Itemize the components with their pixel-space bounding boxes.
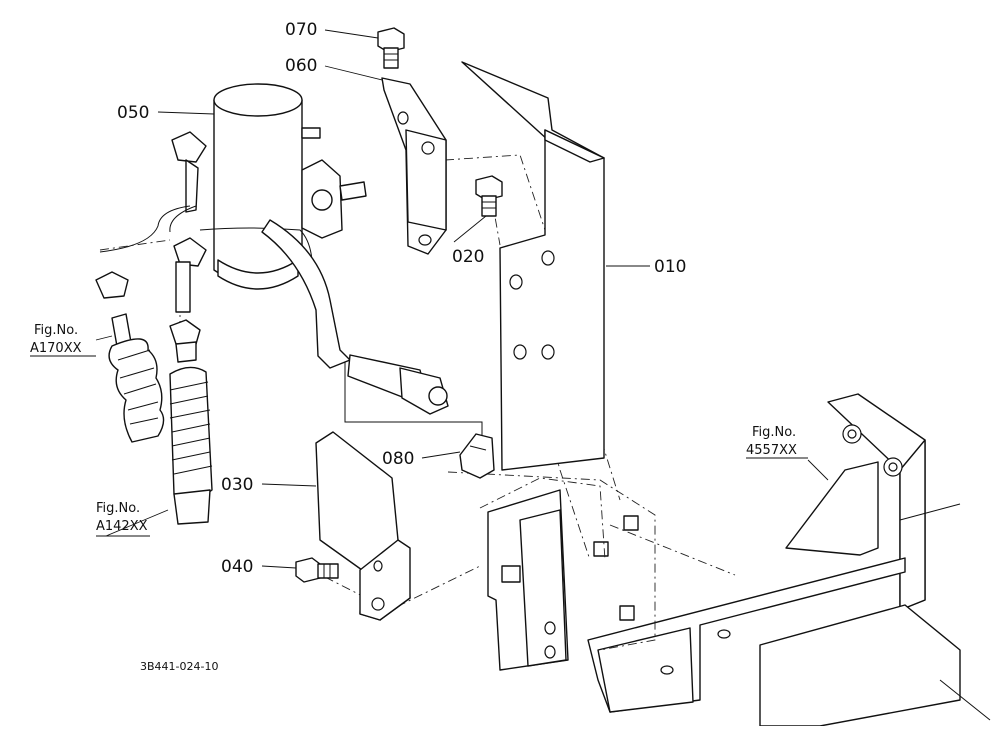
ref-a170-line1: Fig.No. <box>34 323 78 338</box>
bolt-020 <box>475 175 503 217</box>
leader-lines <box>95 29 829 569</box>
ref-a142-line2: A142XX <box>96 519 148 534</box>
cover-plate-030 <box>315 431 411 621</box>
ref-4557-line1: Fig.No. <box>752 425 796 440</box>
fuel-pump-050 <box>99 83 449 415</box>
label-030: 030 <box>221 475 253 495</box>
bolt-070 <box>377 27 405 69</box>
hose-a142 <box>169 319 213 525</box>
label-080: 080 <box>382 449 414 469</box>
ref-a170-line2: A170XX <box>30 341 82 356</box>
bracket-plate-010 <box>461 61 605 471</box>
drawing-code: 3B441-024-10 <box>140 660 218 673</box>
hose-a170 <box>95 271 165 443</box>
label-060: 060 <box>285 56 317 76</box>
bolt-040 <box>295 557 339 583</box>
frame-assembly <box>487 393 991 727</box>
label-040: 040 <box>221 557 253 577</box>
label-020: 020 <box>452 247 484 267</box>
label-070: 070 <box>285 20 317 40</box>
label-050: 050 <box>117 103 149 123</box>
bracket-060 <box>381 77 447 255</box>
ref-a142-line1: Fig.No. <box>96 501 140 516</box>
clip-080 <box>459 433 495 479</box>
ref-4557-line2: 4557XX <box>746 443 797 458</box>
label-010: 010 <box>654 257 686 277</box>
